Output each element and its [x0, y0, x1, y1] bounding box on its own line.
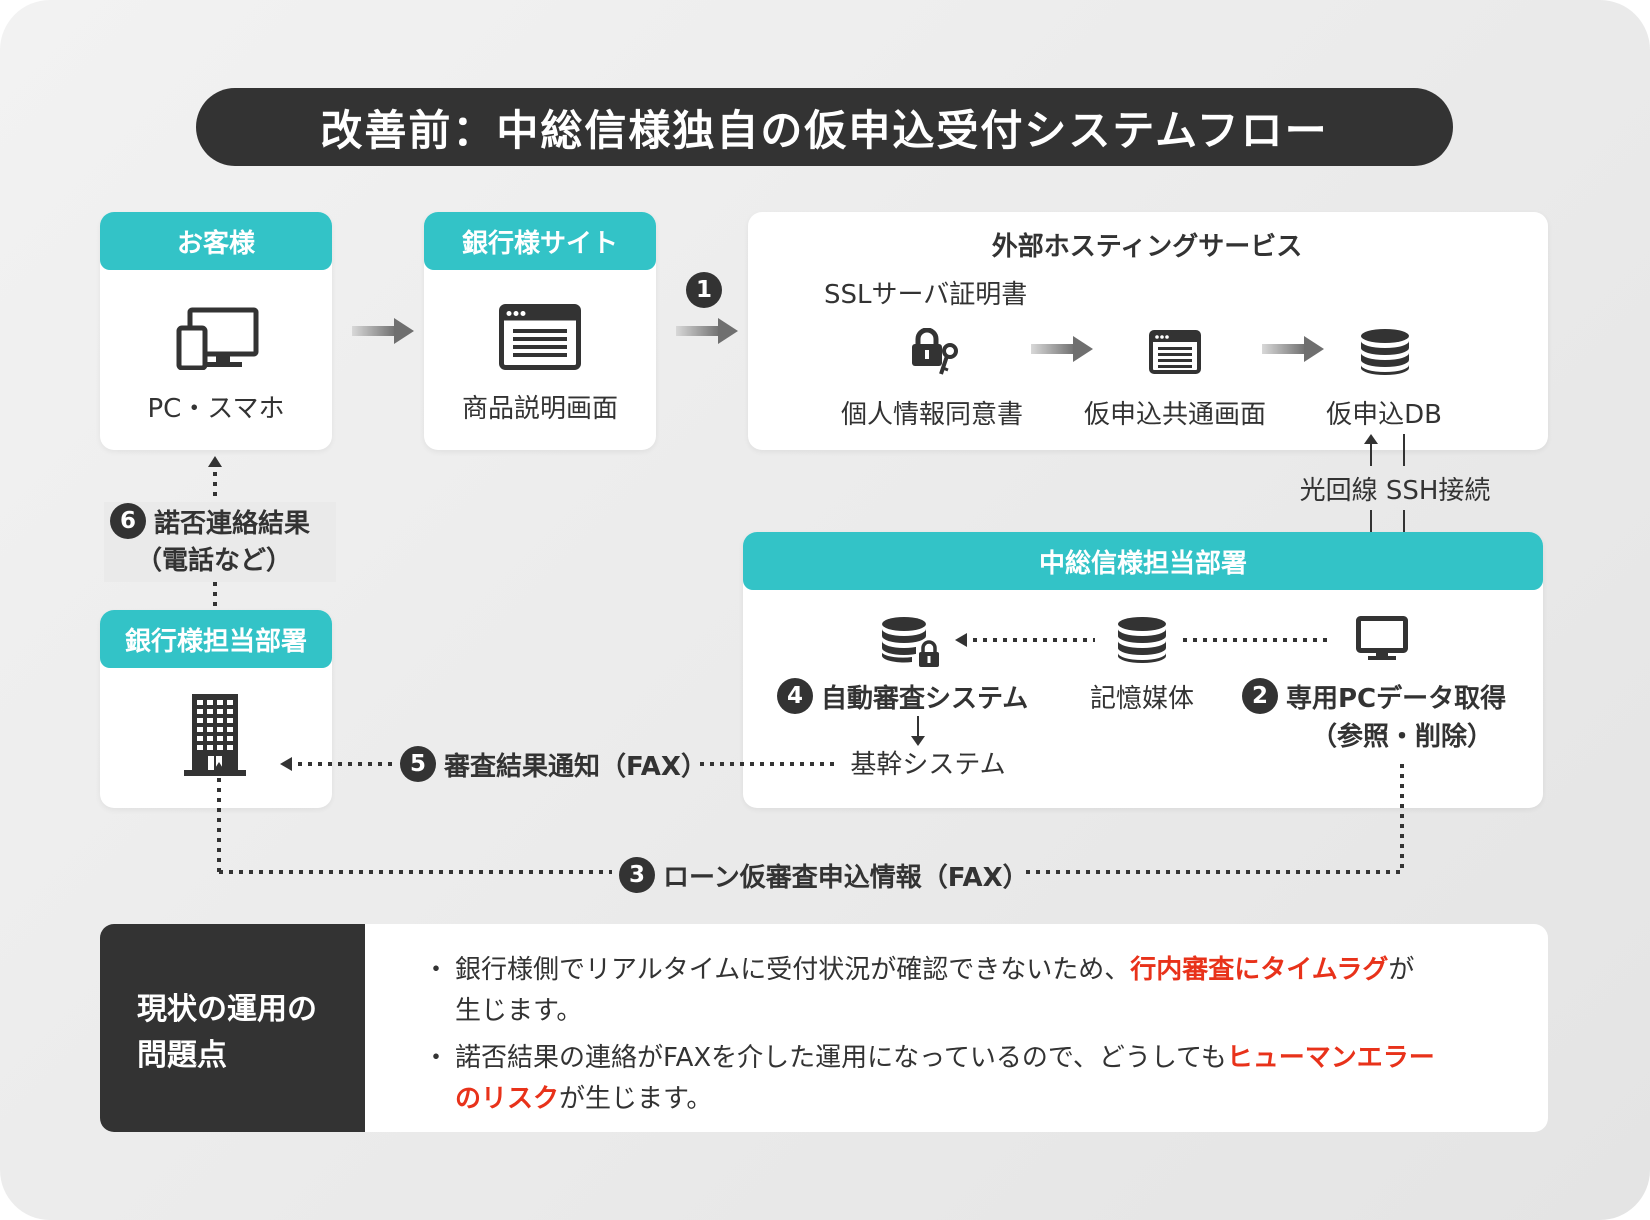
step-5-badge: 5: [400, 746, 436, 782]
chusoshin-item-storage: 記憶媒体: [1089, 684, 1195, 714]
problem-1-line-2: 生じます。: [455, 996, 583, 1026]
ssh-connection-label: 光回線 SSH接続: [1299, 476, 1491, 506]
chusoshin-item-auto-review: 自動審査システム: [821, 684, 1029, 714]
ssh-up-arrow: [1364, 434, 1378, 542]
problem-2-line-1: 諾否結果の連絡がFAXを介した運用になっているので、どうしてもヒューマンエラー: [455, 1037, 1435, 1074]
bullet-1: ・: [423, 955, 450, 985]
bank-site-label: 商品説明画面: [461, 394, 619, 424]
arrow-site-to-hosting: [676, 318, 738, 344]
chusoshin-header: 中総信様担当部署: [743, 532, 1543, 590]
problem-2-line-2: のリスクが生じます。: [455, 1078, 712, 1115]
problems-body: ・ 銀行様側でリアルタイムに受付状況が確認できないため、行内審査にタイムラグが …: [365, 924, 1548, 1132]
core-system-label: 基幹システム: [850, 750, 1006, 780]
database-icon: [1361, 329, 1409, 375]
chusoshin-card: 中総信様担当部署: [743, 532, 1543, 808]
problem-1-highlight: 行内審査にタイムラグ: [1130, 955, 1389, 985]
lock-key-icon: [912, 328, 958, 375]
arrow-customer-to-site: [352, 318, 414, 344]
dotted-path-step-3: [212, 762, 1404, 874]
hosting-item-consent: 個人情報同意書: [840, 400, 1024, 430]
customer-card: お客様 PC・スマホ: [100, 212, 332, 450]
step-6-badge: 6: [110, 503, 146, 539]
arrow-common-to-db: [1262, 336, 1324, 362]
arrow-review-to-core: [911, 716, 925, 746]
problem-1-text-b: が: [1388, 955, 1415, 985]
dotted-arrow-step-6: [208, 456, 222, 606]
customer-header: お客様: [100, 212, 332, 270]
dotted-line-pc-to-storage: [1183, 638, 1333, 642]
bank-site-header: 銀行様サイト: [424, 212, 656, 270]
browser-window-icon: [1149, 330, 1201, 374]
hosting-item-common: 仮申込共通画面: [1083, 400, 1267, 430]
step-5-label: 審査結果通知（FAX）: [444, 752, 707, 782]
hosting-item-db: 仮申込DB: [1326, 400, 1442, 430]
problems-heading-line-2: 問題点: [137, 1038, 227, 1073]
chusoshin-item-pc-data: 専用PCデータ取得: [1286, 684, 1507, 714]
hosting-header: 外部ホスティングサービス: [991, 232, 1303, 262]
step-6-sub: （電話など）: [135, 546, 293, 576]
step-4-badge: 4: [777, 678, 813, 714]
database-icon: [1118, 617, 1166, 663]
step-1-badge: 1: [686, 272, 722, 308]
problems-heading: 現状の運用の 問題点: [100, 924, 365, 1132]
step-2-badge: 2: [1242, 678, 1278, 714]
monitor-icon: [1356, 616, 1408, 660]
bank-dept-card: 銀行様担当部署: [100, 610, 332, 808]
step-3-badge: 3: [619, 857, 655, 893]
dotted-arrow-storage-to-review: [955, 633, 1095, 647]
bank-dept-header: 銀行様担当部署: [100, 610, 332, 668]
step-3-label: ローン仮審査申込情報（FAX）: [663, 863, 1029, 893]
customer-label: PC・スマホ: [147, 394, 285, 424]
problem-1-line-1: 銀行様側でリアルタイムに受付状況が確認できないため、行内審査にタイムラグが: [455, 949, 1414, 986]
arrow-consent-to-common: [1031, 336, 1093, 362]
ssl-label: SSLサーバ証明書: [824, 280, 1028, 310]
page-title: 改善前：中総信様独自の仮申込受付システムフロー: [196, 88, 1453, 166]
problem-2-highlight-1: ヒューマンエラー: [1226, 1043, 1435, 1073]
problem-2-text-a: 諾否結果の連絡がFAXを介した運用になっているので、どうしても: [455, 1043, 1227, 1073]
problem-2-highlight-2: のリスク: [455, 1084, 560, 1114]
bullet-2: ・: [423, 1043, 450, 1073]
browser-window-icon: [499, 304, 581, 370]
pc-smartphone-icon: [176, 307, 259, 370]
dotted-arrow-step-5: [280, 757, 836, 771]
chusoshin-item-pc-data-sub: （参照・削除）: [1310, 722, 1494, 752]
database-lock-icon: [882, 617, 942, 668]
hosting-card: 外部ホスティングサービス SSLサーバ証明書 個人情報同意書 仮申込共通画面: [748, 212, 1548, 450]
bank-site-card: 銀行様サイト 商品説明画面: [424, 212, 656, 450]
problem-2-text-b: が生じます。: [559, 1084, 713, 1114]
problem-1-text-a: 銀行様側でリアルタイムに受付状況が確認できないため、: [455, 955, 1131, 985]
problems-heading-line-1: 現状の運用の: [137, 992, 317, 1027]
step-6-label: 諾否連絡結果: [154, 509, 311, 539]
